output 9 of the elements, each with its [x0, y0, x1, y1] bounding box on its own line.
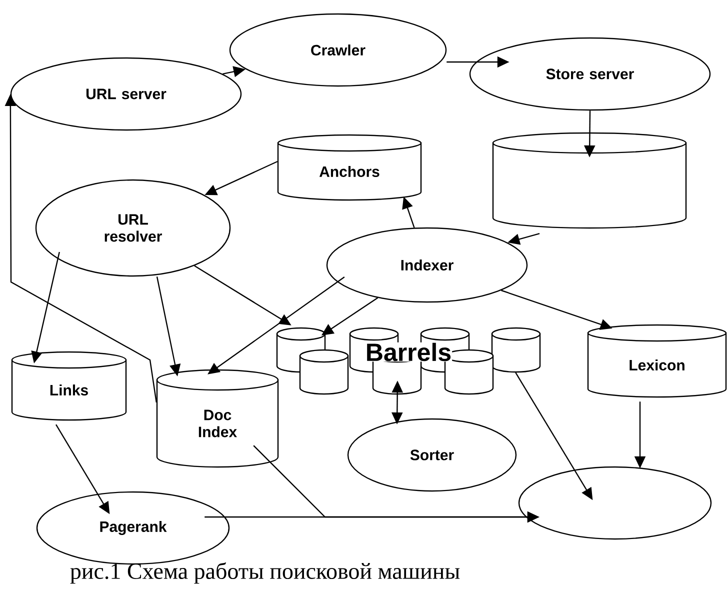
storage-cylinder: Doc Index	[156, 369, 279, 468]
storage-cylinder: Anchors	[277, 134, 422, 201]
cylinder-group: Barrels	[276, 327, 541, 395]
storage-cylinder: Links	[11, 351, 127, 421]
storage-cylinder: Lexicon	[587, 324, 727, 398]
process-ellipse	[518, 466, 712, 540]
node-label: Barrels	[367, 342, 451, 362]
figure-caption: рис.1 Схема работы поисковой машины	[70, 562, 460, 584]
storage-cylinder	[492, 132, 687, 229]
